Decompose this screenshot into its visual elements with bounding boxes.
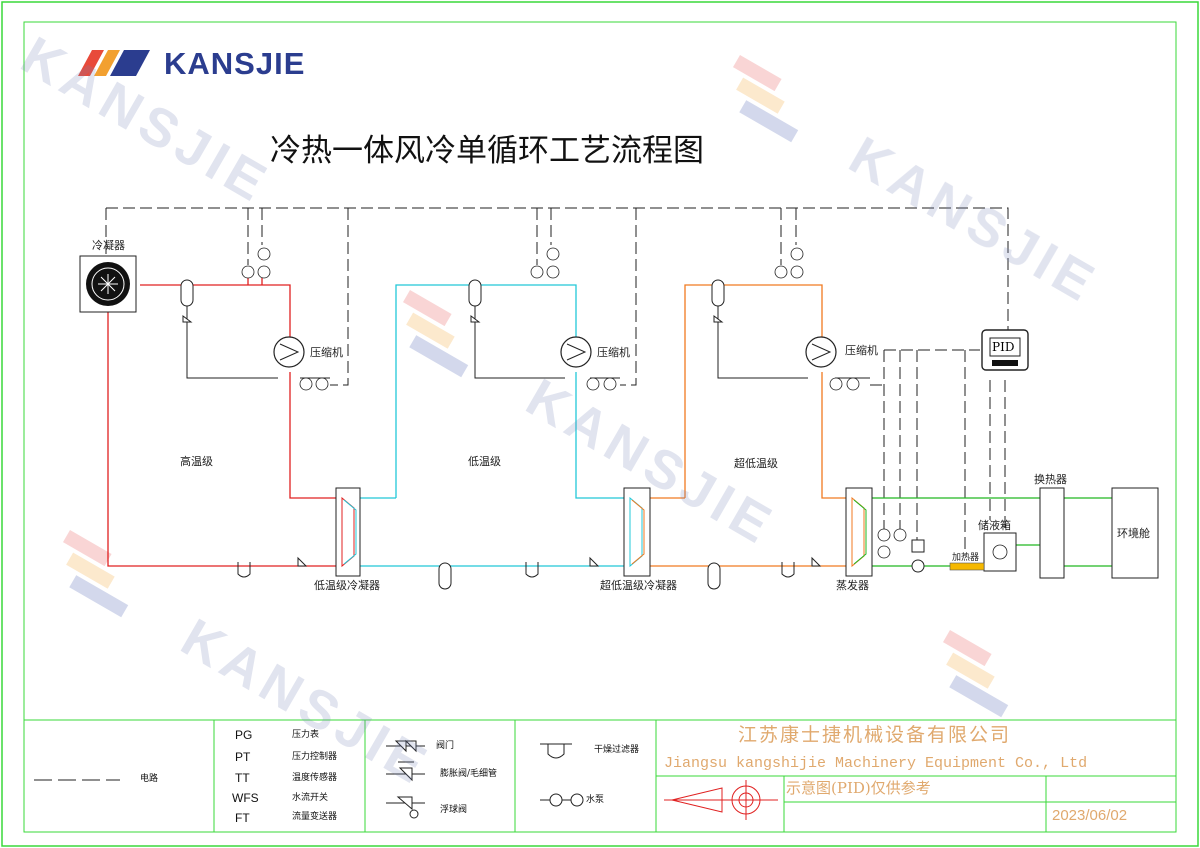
legend-text-pt: 压力控制器	[292, 752, 338, 762]
legend-text-tt: 温度传感器	[292, 773, 338, 783]
label-evaporator: 蒸发器	[836, 579, 869, 592]
pid-controller-symbol	[981, 329, 1029, 371]
air-condenser-symbol	[79, 255, 137, 313]
legend-text-wfs: 水流开关	[292, 793, 329, 803]
env-chamber-box	[1111, 487, 1159, 579]
legend-expansion-symbol	[386, 761, 425, 782]
label-low-stage-condenser: 低温级冷凝器	[314, 579, 380, 592]
filter-dryers	[237, 562, 795, 578]
drawing-date: 2023/06/02	[1052, 807, 1128, 824]
legend-float-symbol	[386, 796, 425, 819]
legend-filter-symbol	[540, 743, 572, 759]
legend-code-pt: PT	[235, 750, 251, 764]
label-heat-exchanger: 换热器	[1034, 473, 1067, 486]
gauges	[241, 247, 907, 559]
label-compressor-3: 压缩机	[845, 344, 878, 357]
projection-symbol	[664, 780, 778, 820]
legend-valve-label: 阀门	[436, 741, 455, 751]
label-ultra-low-stage: 超低温级	[734, 457, 778, 470]
logo-stripes	[78, 50, 150, 76]
company-name-en: Jiangsu kangshijie Machinery Equipment C…	[664, 755, 1088, 772]
label-heater: 加热器	[952, 553, 980, 563]
label-compressor-1: 压缩机	[310, 346, 343, 359]
high-stage-piping	[107, 278, 336, 567]
label-ultra-low-stage-condenser: 超低温级冷凝器	[600, 579, 677, 592]
compressor-symbols	[273, 336, 837, 368]
label-compressor-2: 压缩机	[597, 346, 630, 359]
legend-float-label: 浮球阀	[440, 805, 468, 815]
inner-frame	[23, 21, 1177, 833]
legend-expansion-label: 膨胀阀/毛细管	[440, 769, 498, 779]
drawing-note: 示意图(PID)仅供参考	[786, 779, 931, 797]
company-name-cn: 江苏康士捷机械设备有限公司	[738, 724, 1012, 746]
pump-motor	[911, 539, 925, 553]
water-pump	[911, 559, 925, 573]
legend-code-wfs: WFS	[232, 791, 259, 805]
legend-valve-symbol	[386, 739, 425, 753]
legend-pump-symbol	[540, 793, 584, 807]
label-liquid-tank: 储液箱	[978, 519, 1011, 532]
legend-text-ft: 流量变送器	[292, 812, 338, 822]
brand-logo-text: KANSJIE	[164, 46, 306, 81]
label-condenser: 冷凝器	[92, 239, 125, 252]
legend-code-ft: FT	[235, 811, 250, 825]
legend-text-pg: 压力表	[292, 730, 320, 740]
legend-pump-label: 水泵	[586, 795, 605, 805]
label-high-stage: 高温级	[180, 455, 213, 468]
page-title: 冷热一体风冷单循环工艺流程图	[270, 133, 704, 169]
expansion-valves	[182, 315, 822, 567]
heater-coil	[949, 562, 985, 571]
low-stage-piping	[360, 284, 624, 567]
plate-exchangers	[335, 487, 873, 577]
legend-code-tt: TT	[235, 771, 250, 785]
electrical-lines	[105, 207, 1009, 555]
heat-exchanger-box	[1039, 487, 1065, 579]
title-block-grid	[24, 719, 1176, 832]
label-env-chamber: 环境舱	[1117, 527, 1150, 540]
label-pid-controller: PID	[992, 340, 1015, 354]
receivers	[180, 279, 725, 590]
label-low-stage: 低温级	[468, 455, 501, 468]
watermark-stripes	[63, 55, 1009, 718]
high-stage-bypass	[186, 300, 330, 379]
legend-filter-label: 干燥过滤器	[594, 745, 640, 755]
legend-line-label: 电路	[140, 774, 159, 784]
legend-code-pg: PG	[235, 728, 253, 742]
